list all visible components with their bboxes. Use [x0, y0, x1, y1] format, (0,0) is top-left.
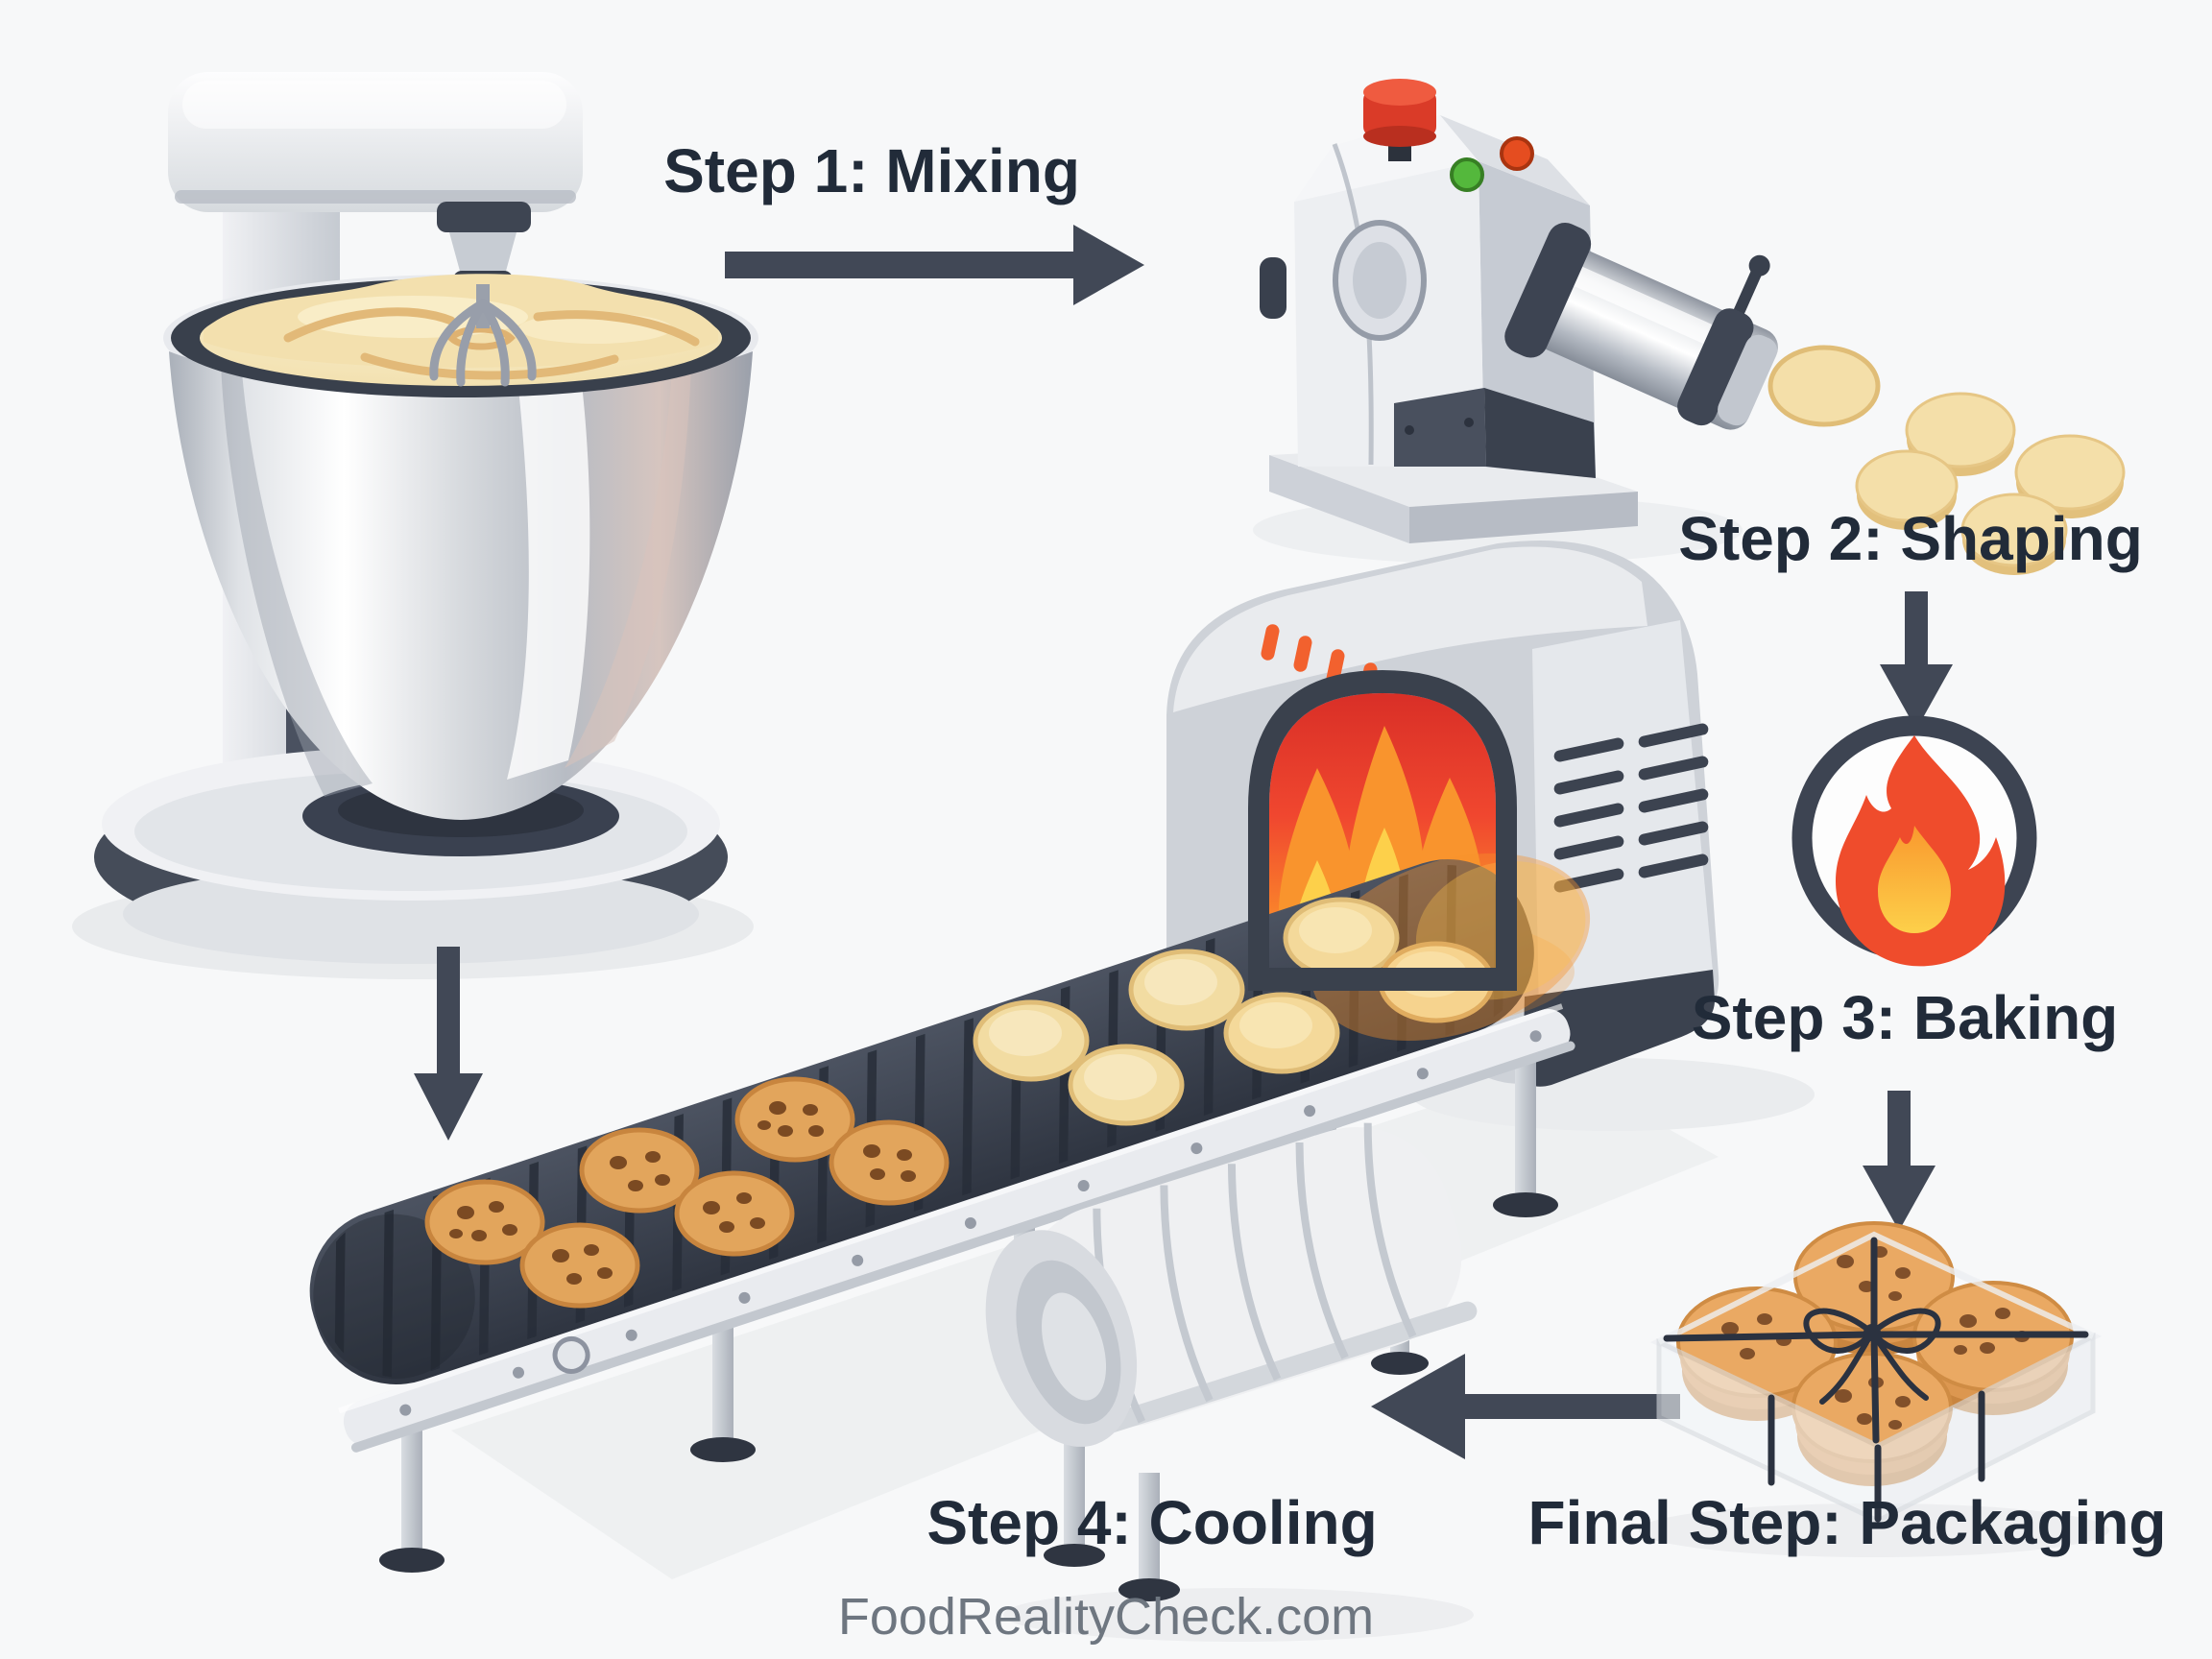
- conveyor-belt: [309, 670, 1591, 1573]
- watermark-text: FoodRealityCheck.com: [837, 1588, 1375, 1646]
- extruded-dough-discs: [1767, 345, 2126, 575]
- step-1-label: Step 1: Mixing: [663, 136, 1080, 205]
- extruder-nozzle: [1504, 223, 1778, 430]
- green-indicator-light: [1450, 157, 1484, 192]
- mixer-whisk: [429, 284, 537, 387]
- final-step-label: Final Step: Packaging: [1527, 1488, 2167, 1557]
- arrow-left-packaging-to-cooling: [1371, 1354, 1680, 1459]
- arrow-down-shaping-to-baking: [1880, 591, 1953, 730]
- stand-mixer: [94, 72, 758, 964]
- step-3-label: Step 3: Baking: [1691, 983, 2119, 1052]
- red-indicator-light: [1500, 136, 1534, 171]
- emergency-stop-button: [1363, 79, 1436, 161]
- arrow-down-baking-to-packaging: [1863, 1091, 1936, 1231]
- step-2-label: Step 2: Shaping: [1678, 504, 2143, 573]
- extruder-machine: [1260, 79, 2126, 575]
- cookie-box: [1649, 1221, 2103, 1526]
- flame-icon: [1791, 715, 2037, 967]
- cooling-tunnel: [985, 1122, 1478, 1601]
- mixer-head-collar: [437, 202, 531, 232]
- arrow-down-mixer-to-conveyor: [414, 947, 483, 1141]
- arrow-right-mixing-to-shaping: [725, 225, 1144, 305]
- ribbon-bow: [1663, 1237, 2089, 1523]
- step-4-label: Step 4: Cooling: [926, 1488, 1378, 1557]
- oven-vents: [1553, 723, 1709, 893]
- baked-cookies: [424, 1076, 950, 1309]
